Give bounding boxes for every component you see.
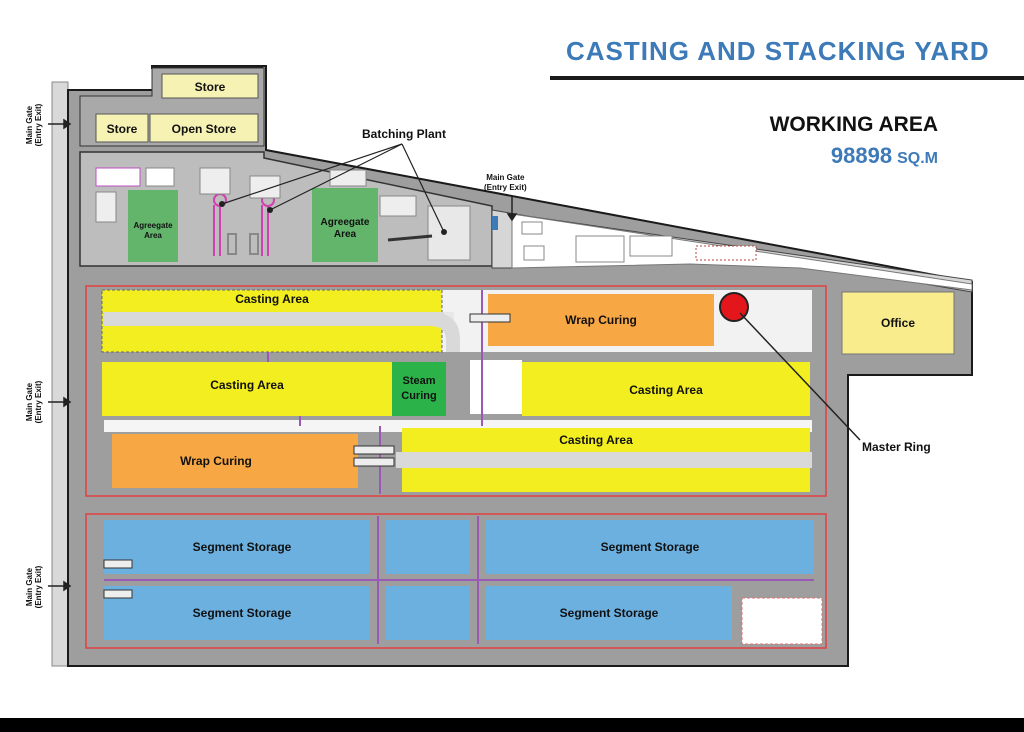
- building: [523, 245, 545, 261]
- casting-zone-2-label: Casting Area: [210, 378, 284, 392]
- building: [145, 167, 175, 187]
- aggregate-left-zone: [128, 190, 178, 262]
- working-area-label: WORKING AREA: [769, 113, 938, 136]
- side-gate-label-middle: Main Gate(Entry Exit): [25, 372, 43, 432]
- aggregate-right-label-line1: Agreegate: [320, 217, 370, 228]
- segment-storage-mid: [386, 586, 470, 640]
- open-store-label: Open Store: [171, 122, 237, 136]
- road: [470, 360, 522, 414]
- building: [521, 221, 543, 235]
- open-store-zone: [149, 113, 259, 143]
- top-gate-label-line1: Main Gate: [486, 173, 525, 182]
- working-area-number: 98898: [830, 143, 893, 168]
- working-area-unit: SQ.M: [897, 150, 938, 167]
- road-curve: [430, 312, 460, 352]
- batching-compound: [79, 151, 493, 267]
- storage-rails: [104, 516, 814, 644]
- side-gate-top-line2: (Entry Exit): [34, 103, 43, 147]
- casting-zone-1-label: Casting Area: [235, 292, 309, 306]
- segment-storage-2-label: Segment Storage: [600, 540, 700, 554]
- side-gate-top-line1: Main Gate: [25, 105, 34, 145]
- gantry-cranes: [353, 313, 511, 467]
- side-gate-middle-line1: Main Gate: [25, 382, 34, 422]
- side-gate-bottom-line2: (Entry Exit): [34, 565, 43, 609]
- aggregate-right-label-line2: Area: [333, 229, 357, 240]
- side-gate-label-bottom: Main Gate(Entry Exit): [25, 557, 43, 617]
- master-ring-label: Master Ring: [862, 440, 931, 454]
- building: [629, 235, 673, 257]
- office-label: Office: [880, 316, 915, 330]
- gate-post: [492, 216, 498, 230]
- steam-curing-label-line1: Steam: [402, 375, 436, 387]
- title-underline: [550, 76, 1024, 80]
- side-gate-label-top: Main Gate(Entry Exit): [25, 95, 43, 155]
- building: [95, 191, 117, 223]
- building: [427, 205, 471, 261]
- wrap-curing-zone-2: [112, 434, 358, 488]
- store-left-label: Store: [106, 122, 138, 136]
- side-gate-bottom-line1: Main Gate: [25, 567, 34, 607]
- office-building: [841, 291, 955, 355]
- plant-silo: [199, 167, 231, 195]
- side-gate-middle-line2: (Entry Exit): [34, 380, 43, 424]
- storage-cranes: [103, 559, 133, 599]
- casting-zone-2: [102, 362, 392, 416]
- top-gate-label: Main Gate(Entry Exit): [484, 173, 527, 193]
- wrap-curing-zone-1: [488, 294, 714, 346]
- empty-plot: [741, 597, 823, 645]
- page-title: CASTING AND STACKING YARD: [566, 36, 990, 66]
- batching-plant-leaders: [221, 143, 445, 233]
- building: [95, 167, 141, 187]
- segment-storage-1: [104, 520, 370, 574]
- master-ring-leader: [739, 312, 861, 441]
- top-gate-arrow: [506, 196, 518, 222]
- segment-storage-3-label: Segment Storage: [192, 606, 292, 620]
- building: [379, 195, 417, 217]
- segment-storage-4-label: Segment Storage: [559, 606, 659, 620]
- store-top-zone: [161, 73, 259, 99]
- steam-curing-zone: [392, 362, 446, 416]
- conveyor: [387, 234, 433, 242]
- store-top-label: Store: [194, 80, 226, 94]
- building: [575, 235, 625, 263]
- top-gate-label-line2: (Entry Exit): [484, 183, 527, 192]
- boundary-road: [51, 81, 69, 667]
- steam-curing-label-line2: Curing: [401, 390, 437, 402]
- road-strip: [104, 312, 444, 326]
- casting-zone-3: [522, 362, 810, 416]
- aggregate-left-label-line2: Area: [144, 231, 162, 240]
- store-left-zone: [95, 113, 149, 143]
- road-strip: [396, 452, 812, 468]
- segment-storage-mid: [386, 520, 470, 574]
- side-gate-arrows: [48, 118, 72, 592]
- segment-storage-3: [104, 586, 370, 640]
- wrap-curing-zone-2-label: Wrap Curing: [180, 454, 252, 468]
- segment-storage-4: [486, 586, 732, 640]
- segment-storage-1-label: Segment Storage: [192, 540, 292, 554]
- building: [695, 245, 757, 261]
- plant-silo: [249, 175, 281, 199]
- aggregate-left-label-line1: Agreegate: [133, 221, 173, 230]
- casting-zone-3-label: Casting Area: [629, 383, 703, 397]
- segment-storage-2: [486, 520, 814, 574]
- casting-zone-4-label: Casting Area: [559, 433, 633, 447]
- aggregate-right-zone: [312, 188, 378, 262]
- batching-plant-label: Batching Plant: [362, 127, 447, 141]
- wrap-curing-zone-1-label: Wrap Curing: [565, 313, 637, 327]
- building: [329, 169, 367, 187]
